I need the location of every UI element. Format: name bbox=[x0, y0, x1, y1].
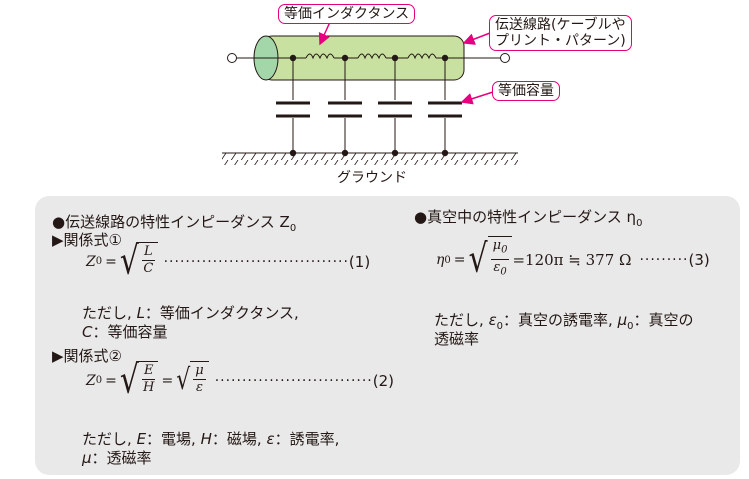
eq3-lhs: η bbox=[436, 252, 445, 269]
note-var-sub: 0 bbox=[496, 321, 504, 332]
note-prefix: ただし, bbox=[82, 430, 132, 448]
heading-text: ●真空中の特性インピーダンス η bbox=[414, 208, 637, 226]
eq1-tag: (1) bbox=[348, 252, 371, 271]
eq3-den: ε bbox=[493, 259, 501, 275]
eq2-equals: = bbox=[105, 372, 117, 389]
note1-line1: ただし, L：等価インダクタンス, bbox=[82, 304, 299, 322]
heading-text: ●伝送線路の特性インピーダンス Z bbox=[52, 213, 290, 231]
note-var: μ bbox=[82, 449, 92, 467]
eq2-lhs-sub: 0 bbox=[95, 375, 103, 386]
note-def: ：等価インダクタンス, bbox=[144, 304, 299, 322]
callout-line2: プリント・パターン) bbox=[495, 33, 626, 49]
relation2-label: ▶関係式② bbox=[52, 347, 122, 365]
note-var: ε bbox=[488, 311, 497, 329]
eq2-dots: ····························· bbox=[214, 372, 373, 389]
ground-symbol bbox=[222, 152, 518, 165]
heading-sub: 0 bbox=[289, 223, 297, 234]
eq3-num: μ bbox=[492, 238, 502, 253]
heading-sub: 0 bbox=[636, 218, 643, 229]
line-impedance-heading: ●伝送線路の特性インピーダンス Z0 bbox=[52, 213, 296, 238]
eq2-den1: H bbox=[143, 380, 155, 395]
eq2-equals2: = bbox=[161, 372, 174, 389]
inductance-callout: 等価インダクタンス bbox=[278, 4, 416, 24]
note-var: H bbox=[200, 430, 212, 448]
transmission-line-callout: 伝送線路(ケーブルや プリント・パターン) bbox=[489, 15, 632, 51]
eq2-lhs: Z bbox=[86, 372, 96, 389]
callout-arrows bbox=[318, 21, 494, 105]
note-def: ：等価容量 bbox=[92, 323, 168, 341]
vacuum-impedance-heading: ●真空中の特性インピーダンス η0 bbox=[414, 208, 642, 233]
note-var: L bbox=[136, 304, 145, 322]
note1-line2: C：等価容量 bbox=[82, 323, 168, 341]
capacitance-callout: 等価容量 bbox=[492, 81, 560, 101]
note2-line2: μ：透磁率 bbox=[82, 449, 152, 467]
note3-line2: 透磁率 bbox=[434, 330, 480, 348]
note2-line1: ただし, E：電場, H：磁場, ε：誘電率, bbox=[82, 430, 339, 448]
note-prefix: ただし, bbox=[82, 304, 132, 322]
note-var: E bbox=[136, 430, 147, 448]
eq1-num: L bbox=[141, 244, 155, 261]
note-var-sub: 0 bbox=[627, 321, 634, 332]
eq2-den2: ε bbox=[195, 380, 203, 395]
eq2-num2: μ bbox=[193, 363, 206, 380]
eq3-rhs: =120π ≒ 377 Ω bbox=[512, 251, 632, 270]
note-var: μ bbox=[617, 311, 628, 329]
eq2-num1: E bbox=[141, 363, 156, 380]
note-var: ε bbox=[266, 430, 275, 448]
relation1-label: ▶関係式① bbox=[52, 231, 122, 249]
note-prefix: ただし, bbox=[434, 311, 484, 329]
note-def: ：真空の bbox=[633, 311, 694, 329]
eq3-tag: (3) bbox=[688, 251, 710, 270]
eq1-equals: = bbox=[105, 253, 117, 270]
eq3-dots: ········· bbox=[639, 252, 689, 269]
eq1-lhs: Z bbox=[86, 253, 96, 270]
eq3-lhs-sub: 0 bbox=[444, 254, 451, 266]
note3-line1: ただし, ε0：真空の誘電率, μ0：真空の bbox=[434, 311, 694, 336]
eq3-num-sub: 0 bbox=[501, 244, 508, 256]
eq1-lhs-sub: 0 bbox=[95, 256, 103, 267]
eq1-dots: ·································· bbox=[163, 253, 349, 270]
eq2-tag: (2) bbox=[372, 371, 394, 390]
note-def: ：磁場, bbox=[211, 430, 262, 448]
inductors bbox=[305, 52, 437, 62]
ground-label: グラウンド bbox=[337, 170, 407, 186]
eq3-equals: = bbox=[453, 252, 466, 269]
eq3-den-sub: 0 bbox=[500, 266, 507, 278]
callout-line1: 伝送線路(ケーブルや bbox=[495, 17, 626, 33]
note-def: ：電場, bbox=[146, 430, 196, 448]
note-def: ：透磁率 bbox=[91, 449, 152, 467]
note-def: ：真空の誘電率, bbox=[503, 311, 613, 329]
note-def: ：誘電率, bbox=[274, 430, 340, 448]
note-var: C bbox=[82, 323, 93, 341]
terminal-left bbox=[227, 53, 237, 63]
eq1-den: C bbox=[143, 261, 154, 276]
transmission-line-diagram: グラウンド bbox=[222, 21, 518, 186]
capacitors bbox=[276, 58, 462, 153]
terminal-right bbox=[500, 53, 510, 63]
